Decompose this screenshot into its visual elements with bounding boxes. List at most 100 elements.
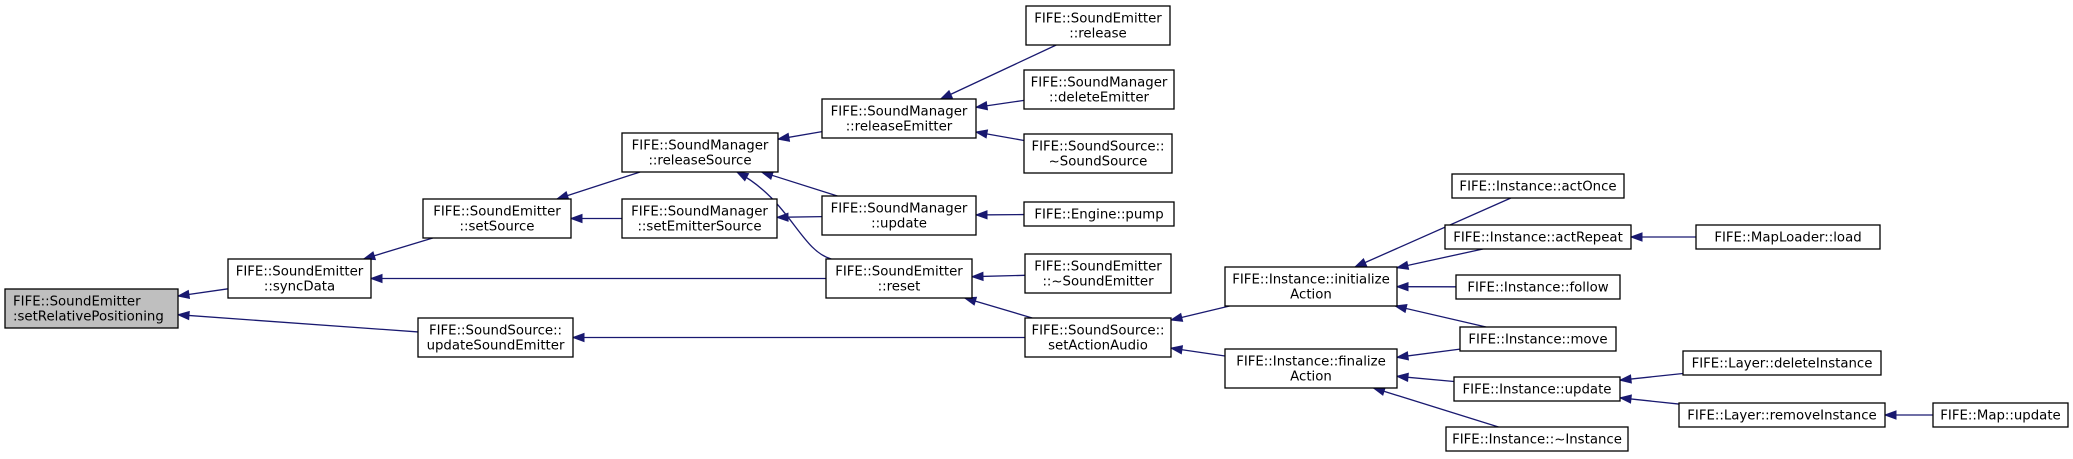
node-box-deleteEmitter	[1023, 69, 1175, 110]
node-label-releaseSource-line1: FIFE::SoundManager	[632, 139, 769, 154]
node-deleteEmitter[interactable]: FIFE::SoundManager::deleteEmitter	[1023, 69, 1175, 110]
node-label-actRepeat-line1: FIFE::Instance::actRepeat	[1453, 231, 1623, 246]
node-removeInstance[interactable]: FIFE::Layer::removeInstance	[1678, 402, 1886, 428]
node-label-instUpdate-line1: FIFE::Instance::update	[1463, 383, 1612, 398]
node-root[interactable]: FIFE::SoundEmitter:setRelativePositionin…	[4, 288, 179, 329]
node-enginePump[interactable]: FIFE::Engine::pump	[1023, 201, 1175, 227]
edge-initAction-to-setActionAudio-arrowhead	[1169, 312, 1184, 322]
node-label-seDtor-line2: ::~SoundEmitter	[1042, 275, 1154, 290]
edge-setEmitterSource-to-setSource-arrowhead	[569, 213, 583, 224]
node-label-seReset-line2: ::reset	[878, 280, 921, 295]
edge-smUpdate-to-releaseSource-arrowhead	[760, 170, 774, 180]
node-actOnce[interactable]: FIFE::Instance::actOnce	[1451, 173, 1625, 199]
edge-move-to-initAction-arrowhead	[1393, 303, 1408, 314]
edge-move-to-initAction	[1395, 305, 1487, 328]
node-box-seDtor	[1024, 253, 1172, 294]
node-box-mapUpdate	[1932, 402, 2069, 428]
node-setEmitterSource[interactable]: FIFE::SoundManager::setEmitterSource	[621, 198, 778, 239]
node-label-updSE-line2: updateSoundEmitter	[427, 339, 565, 354]
edge-setActionAudio-to-seReset	[964, 297, 1033, 319]
node-label-mapUpdate-line1: FIFE::Map::update	[1940, 409, 2060, 424]
node-label-deleteEmitter-line1: FIFE::SoundManager	[1031, 76, 1168, 91]
node-releaseEmitter[interactable]: FIFE::SoundManager::releaseEmitter	[821, 98, 977, 139]
node-label-move-line1: FIFE::Instance::move	[1468, 333, 1607, 348]
edge-updSE-to-root-arrowhead	[176, 310, 190, 321]
node-instDtor[interactable]: FIFE::Instance::~Instance	[1445, 426, 1629, 452]
node-seReset[interactable]: FIFE::SoundEmitter::reset	[825, 258, 973, 299]
node-box-setActionAudio	[1024, 317, 1172, 358]
edge-seReset-to-releaseSource-arrowhead	[735, 171, 750, 182]
edge-releaseEmitter-to-releaseSource-arrowhead	[776, 132, 791, 142]
node-label-removeInstance-line1: FIFE::Layer::removeInstance	[1687, 409, 1876, 424]
node-label-mapLoader-line1: FIFE::MapLoader::load	[1714, 231, 1861, 246]
node-label-enginePump-line1: FIFE::Engine::pump	[1034, 208, 1163, 223]
edge-updSE-to-root	[177, 314, 419, 333]
node-box-root	[4, 288, 179, 329]
node-smUpdate[interactable]: FIFE::SoundManager::update	[821, 195, 977, 236]
node-label-setSource-line1: FIFE::SoundEmitter	[433, 205, 561, 220]
node-move[interactable]: FIFE::Instance::move	[1459, 326, 1617, 352]
edge-seReset-to-syncData-arrowhead	[369, 273, 383, 284]
node-box-updSE	[417, 317, 574, 358]
edge-smUpdate-to-releaseSource	[761, 171, 838, 197]
node-follow[interactable]: FIFE::Instance::follow	[1455, 274, 1621, 300]
node-updSE[interactable]: FIFE::SoundSource::updateSoundEmitter	[417, 317, 574, 358]
edge-setSource-to-syncData	[363, 237, 434, 260]
edge-instDtor-to-finalAction	[1373, 387, 1499, 428]
node-instUpdate[interactable]: FIFE::Instance::update	[1453, 376, 1621, 402]
node-box-deleteInstance	[1682, 350, 1882, 376]
node-deleteInstance[interactable]: FIFE::Layer::deleteInstance	[1682, 350, 1882, 376]
node-releaseSource[interactable]: FIFE::SoundManager::releaseSource	[621, 132, 779, 173]
node-label-seRelease-line1: FIFE::SoundEmitter	[1034, 12, 1162, 27]
node-setActionAudio[interactable]: FIFE::SoundSource::setActionAudio	[1024, 317, 1172, 358]
node-label-updSE-line1: FIFE::SoundSource::	[429, 324, 562, 339]
edge-syncData-to-root-arrowhead	[176, 289, 191, 300]
node-box-ssDtor	[1023, 133, 1173, 174]
node-label-syncData-line2: ::syncData	[264, 280, 335, 295]
node-box-seRelease	[1025, 5, 1171, 46]
node-mapLoader[interactable]: FIFE::MapLoader::load	[1695, 224, 1881, 250]
node-box-follow	[1455, 274, 1621, 300]
node-box-smUpdate	[821, 195, 977, 236]
node-actRepeat[interactable]: FIFE::Instance::actRepeat	[1444, 224, 1632, 250]
edge-actRepeat-to-initAction	[1396, 248, 1484, 269]
edge-mapLoader-to-actRepeat-arrowhead	[1629, 232, 1643, 242]
edge-seDtor-to-seReset-arrowhead	[970, 271, 984, 282]
edge-finalAction-to-setActionAudio-arrowhead	[1169, 345, 1184, 355]
node-ssDtor[interactable]: FIFE::SoundSource::~SoundSource	[1023, 133, 1173, 174]
node-box-syncData	[227, 258, 372, 299]
node-label-ssDtor-line2: ~SoundSource	[1049, 155, 1148, 170]
edge-ssDtor-to-releaseEmitter-arrowhead	[974, 129, 989, 139]
node-box-seReset	[825, 258, 973, 299]
edge-enginePump-to-smUpdate-arrowhead	[974, 210, 988, 220]
node-label-setActionAudio-line1: FIFE::SoundSource::	[1031, 324, 1164, 339]
node-box-instUpdate	[1453, 376, 1621, 402]
node-box-enginePump	[1023, 201, 1175, 227]
node-syncData[interactable]: FIFE::SoundEmitter::syncData	[227, 258, 372, 299]
edge-deleteInstance-to-instUpdate-arrowhead	[1618, 374, 1632, 384]
edge-actOnce-to-initAction	[1354, 197, 1512, 268]
nodes: FIFE::SoundEmitter:setRelativePositionin…	[4, 5, 2069, 452]
node-seDtor[interactable]: FIFE::SoundEmitter::~SoundEmitter	[1024, 253, 1172, 294]
node-box-releaseSource	[621, 132, 779, 173]
node-seRelease[interactable]: FIFE::SoundEmitter::release	[1025, 5, 1171, 46]
node-setSource[interactable]: FIFE::SoundEmitter::setSource	[422, 198, 572, 239]
node-box-actOnce	[1451, 173, 1625, 199]
node-label-releaseEmitter-line2: ::releaseEmitter	[846, 120, 953, 135]
node-label-seDtor-line1: FIFE::SoundEmitter	[1034, 260, 1162, 275]
node-label-deleteEmitter-line2: ::deleteEmitter	[1049, 91, 1150, 106]
edge-instUpdate-to-finalAction-arrowhead	[1395, 372, 1409, 383]
edge-seRelease-to-releaseEmitter	[940, 44, 1057, 100]
edge-seRelease-to-releaseEmitter-arrowhead	[939, 89, 954, 100]
node-mapUpdate[interactable]: FIFE::Map::update	[1932, 402, 2069, 428]
node-label-smUpdate-line1: FIFE::SoundManager	[831, 202, 968, 217]
node-box-actRepeat	[1444, 224, 1632, 250]
node-label-seRelease-line2: ::release	[1069, 27, 1126, 42]
edge-deleteEmitter-to-releaseEmitter-arrowhead	[974, 101, 989, 111]
edge-removeInstance-to-instUpdate-arrowhead	[1618, 394, 1632, 404]
node-box-move	[1459, 326, 1617, 352]
edge-mapUpdate-to-removeInstance-arrowhead	[1883, 410, 1897, 420]
